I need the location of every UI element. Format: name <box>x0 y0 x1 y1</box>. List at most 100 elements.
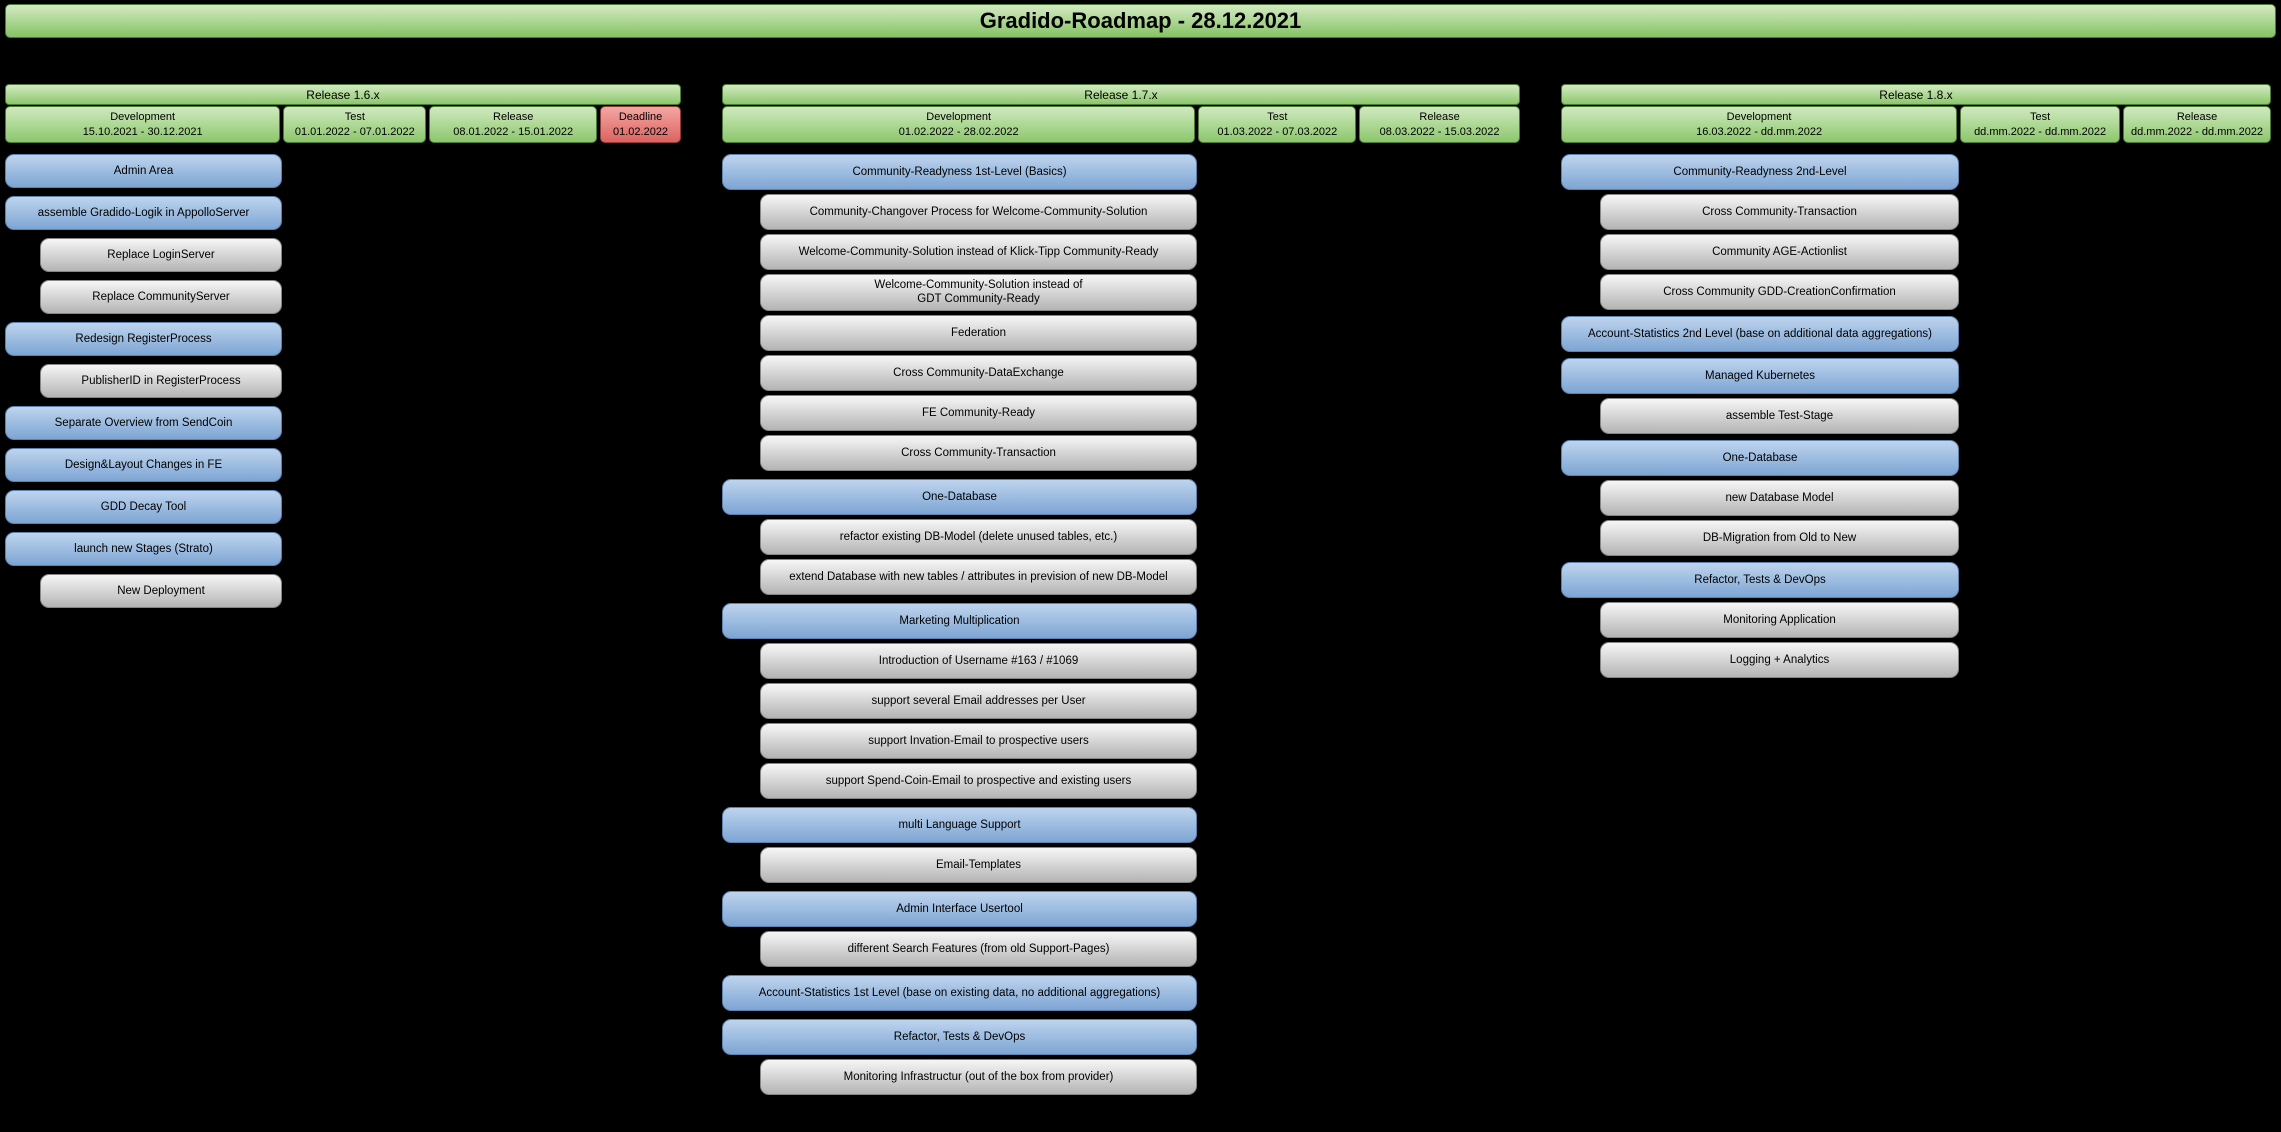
task-child-box: New Deployment <box>40 574 282 608</box>
task-parent-box: Redesign RegisterProcess <box>5 322 282 356</box>
task-parent-box: Admin Interface Usertool <box>722 890 1197 927</box>
phase-dates: dd.mm.2022 - dd.mm.2022 <box>1974 125 2107 138</box>
phase-dates: 08.03.2022 - 15.03.2022 <box>1379 125 1500 138</box>
task-child-box: Welcome-Community-Solution instead of Kl… <box>760 234 1197 270</box>
phase-label: Test <box>1267 111 1288 124</box>
task-parent-box: Design&Layout Changes in FE <box>5 448 282 482</box>
phase-dates: 01.02.2022 - 28.02.2022 <box>898 125 1019 138</box>
task-parent-box: One-Database <box>722 478 1197 515</box>
task-child-box: Community-Changover Process for Welcome-… <box>760 194 1197 230</box>
task-child-box: support several Email addresses per User <box>760 682 1197 719</box>
task-child-box: Monitoring Infrastructur (out of the box… <box>760 1058 1197 1095</box>
task-parent-box: launch new Stages (Strato) <box>5 532 282 566</box>
task-parent-box: Managed Kubernetes <box>1561 358 1959 394</box>
task-child-box: support Spend-Coin-Email to prospective … <box>760 762 1197 799</box>
task-child-box: Community AGE-Actionlist <box>1600 234 1959 270</box>
task-child-box: support Invation-Email to prospective us… <box>760 722 1197 759</box>
phase-dates: dd.mm.2022 - dd.mm.2022 <box>2130 125 2264 138</box>
phase-label: Release <box>1419 111 1460 124</box>
task-child-box: Federation <box>760 314 1197 351</box>
task-child-box: extend Database with new tables / attrib… <box>760 558 1197 595</box>
task-child-box: Cross Community-DataExchange <box>760 354 1197 391</box>
task-parent-box: Admin Area <box>5 154 282 188</box>
task-group: Managed Kubernetes assemble Test-Stage <box>1561 358 2271 434</box>
task-child-box: Replace CommunityServer <box>40 280 282 314</box>
task-group: Community-Readyness 1st-Level (Basics) Co… <box>722 154 1520 471</box>
task-child-box: Cross Community GDD-CreationConfirmation <box>1600 274 1959 310</box>
task-list: Admin Area assemble Gradido-Logik in Appo… <box>5 154 681 608</box>
phase-dates: 01.01.2022 - 07.01.2022 <box>294 125 415 138</box>
task-group: Separate Overview from SendCoin <box>5 406 681 440</box>
release-header: Release 1.6.x <box>5 84 681 105</box>
phase-label: Development <box>110 111 176 124</box>
task-child-box: FE Community-Ready <box>760 394 1197 431</box>
task-parent-box: Account-Statistics 1st Level (base on ex… <box>722 974 1197 1011</box>
task-group: Account-Statistics 1st Level (base on ex… <box>722 974 1520 1011</box>
task-child-box: refactor existing DB-Model (delete unuse… <box>760 518 1197 555</box>
task-parent-box: One-Database <box>1561 440 1959 476</box>
task-parent-box: Refactor, Tests & DevOps <box>1561 562 1959 598</box>
task-child-box: Replace LoginServer <box>40 238 282 272</box>
task-child-box: Introduction of Username #163 / #1069 <box>760 642 1197 679</box>
task-parent-box: Account-Statistics 2nd Level (base on ad… <box>1561 316 1959 352</box>
task-parent-box: Community-Readyness 1st-Level (Basics) <box>722 154 1197 190</box>
page-title: Gradido-Roadmap - 28.12.2021 <box>5 4 2276 38</box>
task-child-box: Welcome-Community-Solution instead of GD… <box>760 274 1197 311</box>
phase-dates: 15.10.2021 - 30.12.2021 <box>82 125 203 138</box>
task-parent-box: Separate Overview from SendCoin <box>5 406 282 440</box>
task-parent-box: assemble Gradido-Logik in AppolloServer <box>5 196 282 230</box>
phase-dates: 08.01.2022 - 15.01.2022 <box>453 125 574 138</box>
task-list: Community-Readyness 1st-Level (Basics) Co… <box>722 154 1520 1095</box>
task-parent-box: Community-Readyness 2nd-Level <box>1561 154 1959 190</box>
task-child-box: PublisherID in RegisterProcess <box>40 364 282 398</box>
task-child-box: assemble Test-Stage <box>1600 398 1959 434</box>
task-group: Design&Layout Changes in FE <box>5 448 681 482</box>
task-child-box: DB-Migration from Old to New <box>1600 520 1959 556</box>
phase-label: Release <box>2176 111 2218 124</box>
phase-dates: 01.03.2022 - 07.03.2022 <box>1217 125 1338 138</box>
task-parent-box: GDD Decay Tool <box>5 490 282 524</box>
phase-label: Development <box>926 111 992 124</box>
task-parent-box: Refactor, Tests & DevOps <box>722 1018 1197 1055</box>
task-child-box: Logging + Analytics <box>1600 642 1959 678</box>
task-child-box: different Search Features (from old Supp… <box>760 930 1197 967</box>
task-parent-box: multi Language Support <box>722 806 1197 843</box>
task-group: GDD Decay Tool <box>5 490 681 524</box>
task-parent-box: Marketing Multiplication <box>722 602 1197 639</box>
release-header: Release 1.8.x <box>1561 84 2271 105</box>
phase-label: Development <box>1726 111 1792 124</box>
task-child-box: Cross Community-Transaction <box>1600 194 1959 230</box>
phase-label: Test <box>2030 111 2051 124</box>
phase-label: Release <box>493 111 534 124</box>
task-child-box: Monitoring Application <box>1600 602 1959 638</box>
task-child-box: Email-Templates <box>760 846 1197 883</box>
phase-label: Test <box>344 111 365 124</box>
phase-dates: 16.03.2022 - dd.mm.2022 <box>1696 125 1823 138</box>
